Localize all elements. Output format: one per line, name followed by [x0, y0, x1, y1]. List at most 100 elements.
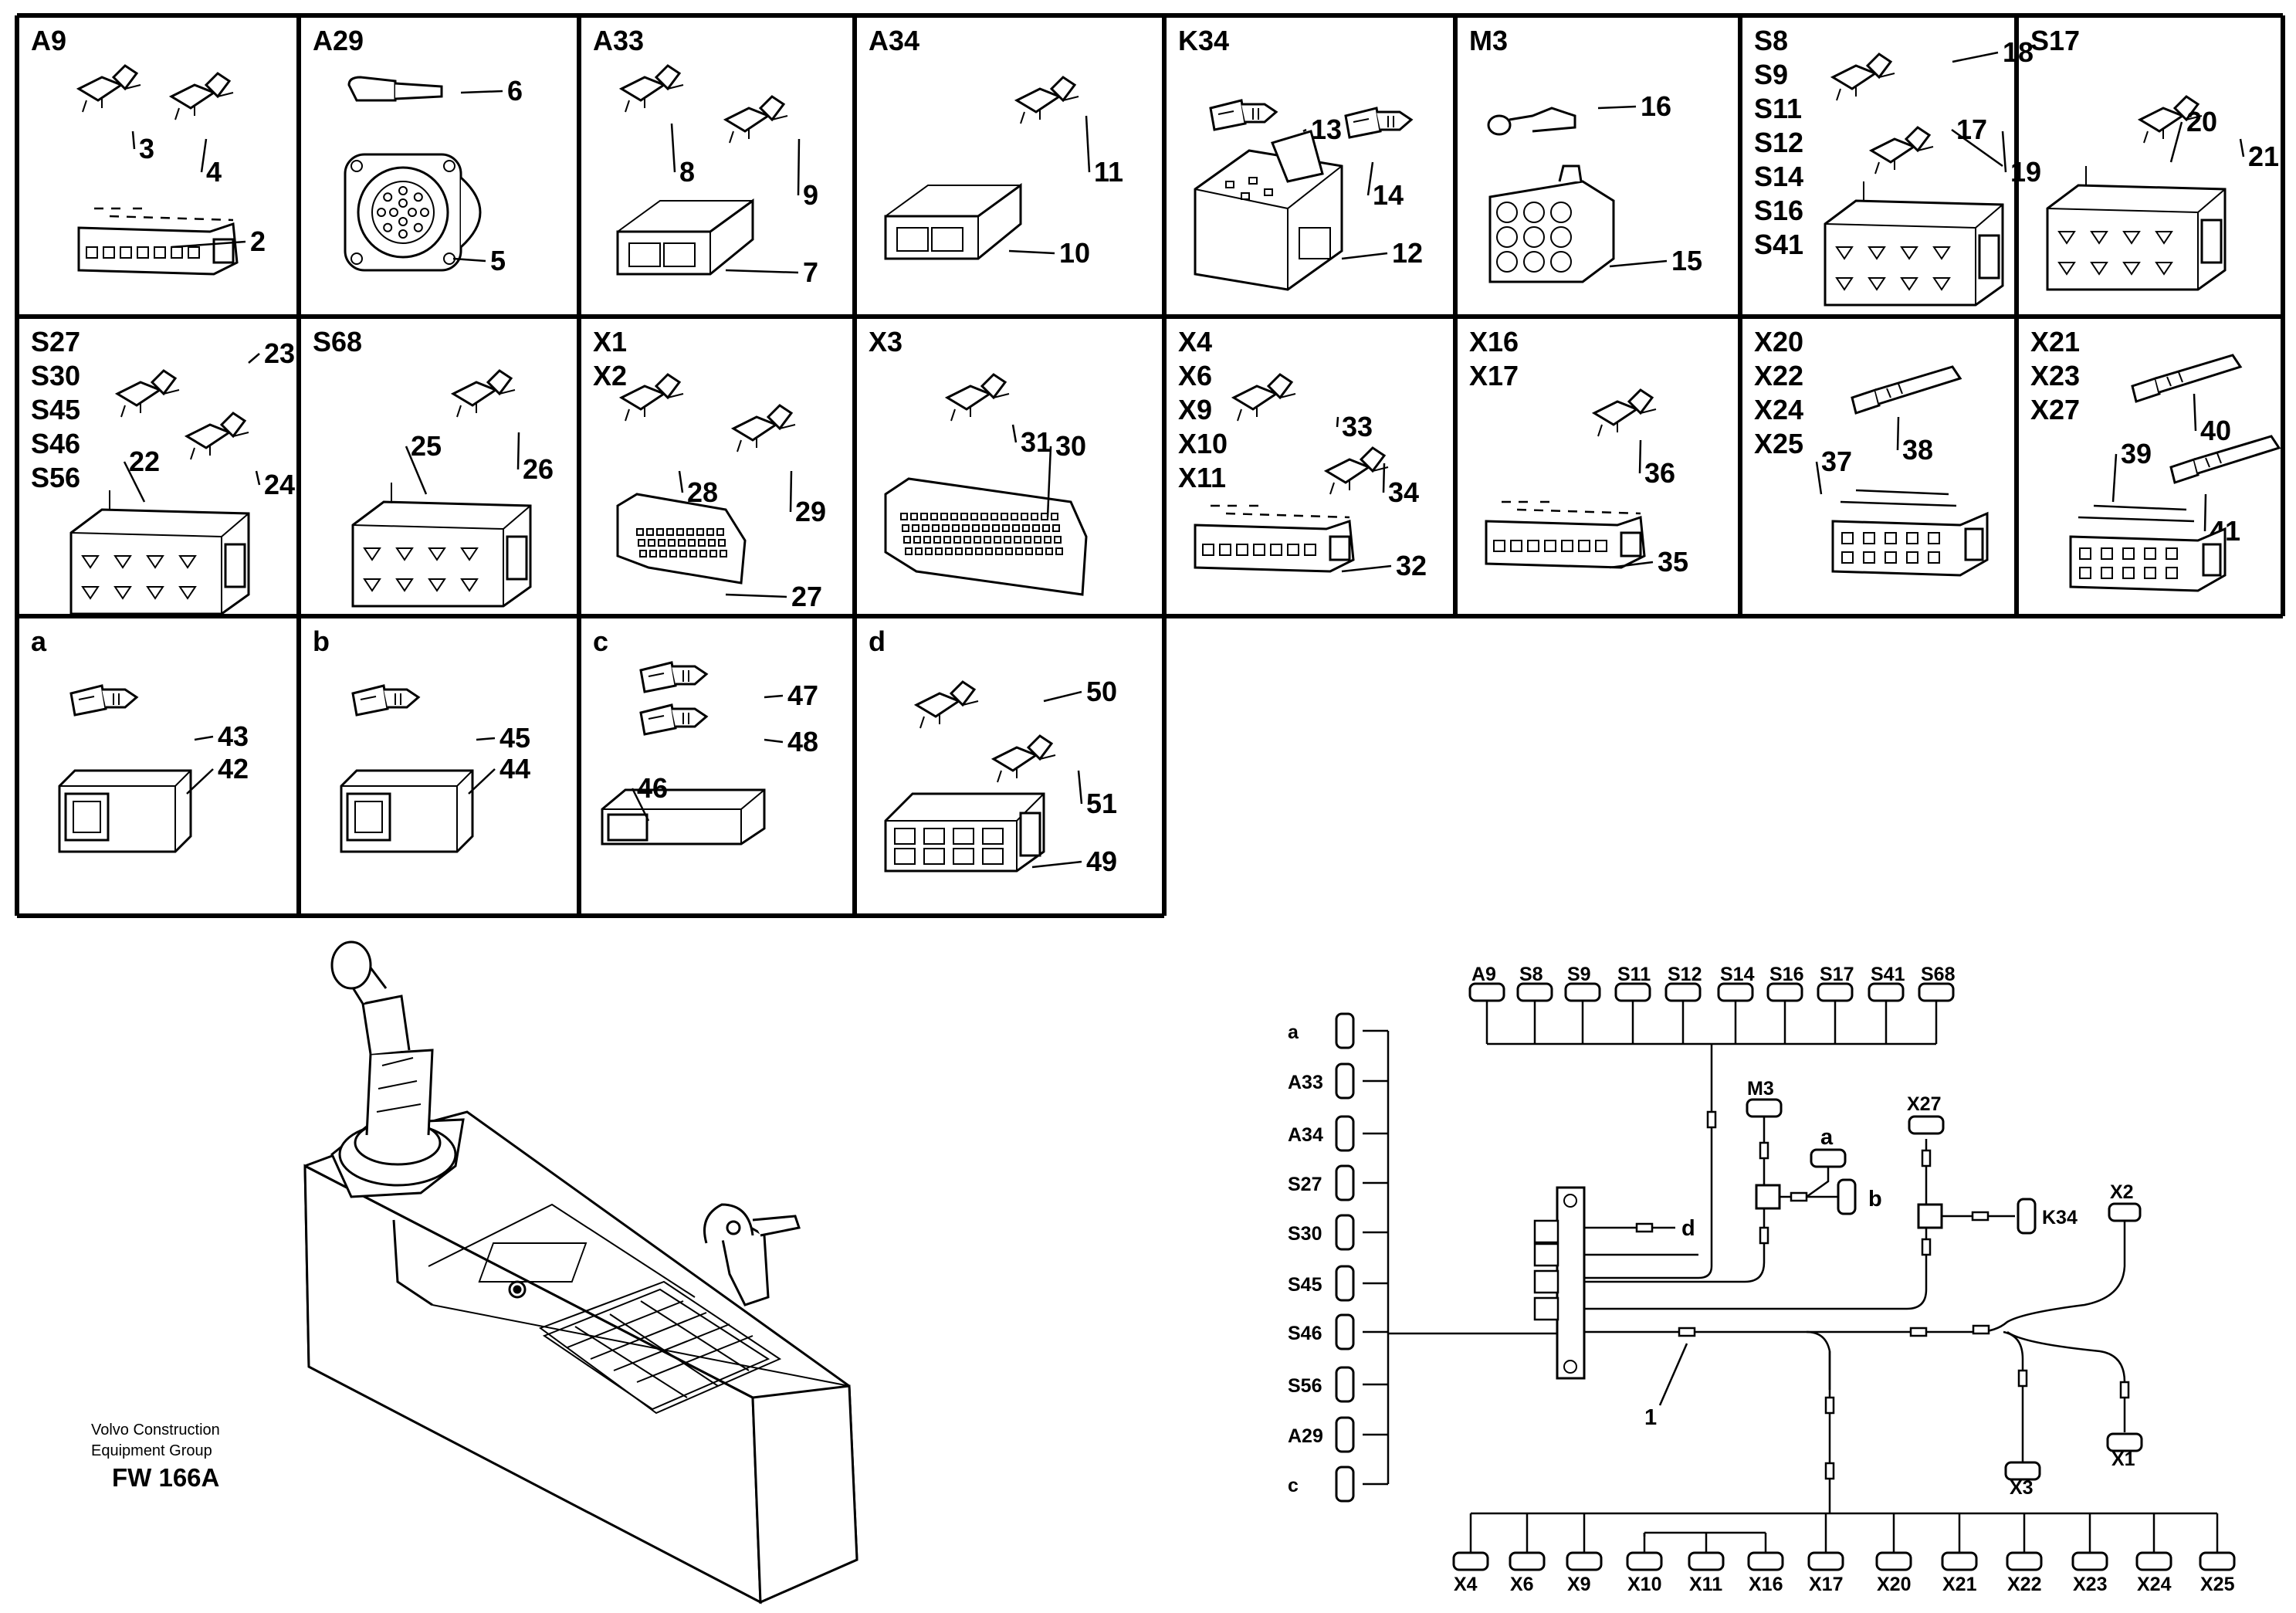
callout-number: 20 [2186, 106, 2217, 137]
part-flat-terminal-14 [1344, 107, 1414, 139]
part-terminal-8 [618, 64, 684, 113]
connector-label: A34 [1288, 1124, 1323, 1146]
plug-left-s56 [1335, 1366, 1355, 1403]
callout-leader [1341, 564, 1392, 573]
part-long-pin-38 [1851, 365, 1962, 415]
plug-left-s27 [1335, 1164, 1355, 1201]
callout-number: 17 [1956, 114, 1987, 145]
console-body [303, 1110, 858, 1605]
callout-leader [452, 257, 486, 263]
callout-number: 43 [218, 720, 249, 752]
callout-number: 30 [1055, 430, 1086, 462]
wire-splice [1759, 1226, 1769, 1245]
cell-code-s27: S27 [31, 326, 80, 358]
plug-x3 [2004, 1461, 2041, 1481]
joystick [330, 940, 465, 1198]
plug-b [1837, 1178, 1857, 1215]
callout-leader [1043, 690, 1082, 703]
callout-number: 5 [490, 245, 506, 276]
connector-label: S41 [1871, 964, 1905, 985]
callout-leader [1951, 128, 2003, 168]
callout-leader [1609, 561, 1654, 569]
callout-number: 51 [1086, 788, 1117, 819]
callout-number: 13 [1311, 114, 1342, 145]
connector-label: a [1288, 1022, 1299, 1043]
callout-leader [460, 90, 503, 94]
cell-code-x6: X6 [1178, 360, 1212, 391]
callout-leader [2193, 393, 2197, 432]
plug-x20 [1875, 1551, 1912, 1571]
callout-leader [1011, 424, 1018, 443]
plug-x17 [1807, 1551, 1844, 1571]
callout-number: 34 [1388, 476, 1419, 508]
callout-number: 40 [2200, 415, 2231, 446]
connector-label: S17 [1820, 964, 1854, 985]
part-relay-socket-12 [1194, 130, 1343, 291]
cell-code-k34: K34 [1178, 25, 1229, 56]
callout-number: 31 [1021, 426, 1051, 458]
plug-x25 [2199, 1551, 2236, 1571]
cell-code-x2: X2 [593, 360, 627, 391]
cell-code-x20: X20 [1754, 326, 1803, 358]
callout-leader [2203, 493, 2207, 532]
plug-s16 [1766, 982, 1803, 1002]
part-housing-small-10 [884, 183, 1022, 260]
connector-label: X4 [1454, 1574, 1478, 1595]
figure-id: FW 166A [112, 1463, 219, 1492]
part-box-housing-44 [340, 769, 474, 853]
cell-code-s8: S8 [1754, 25, 1788, 56]
callout-number: 19 [2010, 156, 2041, 188]
callout-number: 3 [139, 133, 154, 164]
callout-number: 37 [1821, 446, 1852, 477]
callout-leader [123, 461, 146, 503]
callout-leader [1952, 51, 1999, 63]
callout-leader [797, 138, 801, 196]
harness-x3 [2003, 1330, 2024, 1463]
plug-x6 [1509, 1551, 1546, 1571]
cell-code-x22: X22 [1754, 360, 1803, 391]
connector-label: A33 [1288, 1072, 1323, 1093]
part-terminal-24 [184, 412, 249, 460]
plug-left-s46 [1335, 1313, 1355, 1350]
wire-splice [1759, 1141, 1769, 1160]
part-switch-housing-17 [1824, 181, 2004, 307]
plug-s11 [1614, 982, 1651, 1002]
part-terminal-21 [2137, 95, 2203, 144]
callout-leader [1008, 249, 1055, 255]
branch-label-x3: X3 [2010, 1477, 2034, 1499]
publisher-caption-line-1: Volvo Construction [91, 1422, 220, 1438]
cell-code-s46: S46 [31, 428, 80, 459]
cell-code-s56: S56 [31, 462, 80, 493]
connector-label: X22 [2007, 1574, 2041, 1595]
cell-code-x4: X4 [1178, 326, 1212, 358]
plug-k34 [2017, 1198, 2037, 1235]
callout-number: 27 [791, 581, 822, 612]
part-flat-terminal-48 [639, 703, 709, 736]
trunk-top [1644, 1044, 1713, 1279]
callout-leader [1031, 860, 1082, 869]
part-terminal-51 [991, 734, 1056, 783]
callout-leader [631, 788, 650, 822]
harness-x1 [2006, 1330, 2126, 1432]
figure-caption: Volvo Construction Equipment Group FW 16… [91, 1422, 220, 1492]
part-terminal-33 [1231, 373, 1296, 422]
harness-callout [1658, 1343, 1688, 1406]
junction-block [1556, 1186, 1586, 1380]
branch-label-x1: X1 [2111, 1449, 2135, 1470]
callout-number: 25 [411, 430, 442, 462]
harness-number: 1 [1644, 1405, 1657, 1430]
connector-label: X6 [1510, 1574, 1534, 1595]
connector-label: X9 [1567, 1574, 1591, 1595]
harness-x2 [1807, 1220, 2126, 1333]
callout-number: 9 [803, 179, 818, 211]
callout-number: 6 [507, 75, 523, 107]
part-housing-strip-2 [77, 207, 239, 276]
part-terminal-28 [618, 373, 684, 422]
cell-code-c: c [593, 625, 608, 657]
cell-code-a34: A34 [869, 25, 919, 56]
callout-leader [405, 446, 428, 495]
callout-leader [248, 353, 260, 364]
part-pin-6 [347, 76, 443, 102]
callout-number: 36 [1644, 457, 1675, 489]
